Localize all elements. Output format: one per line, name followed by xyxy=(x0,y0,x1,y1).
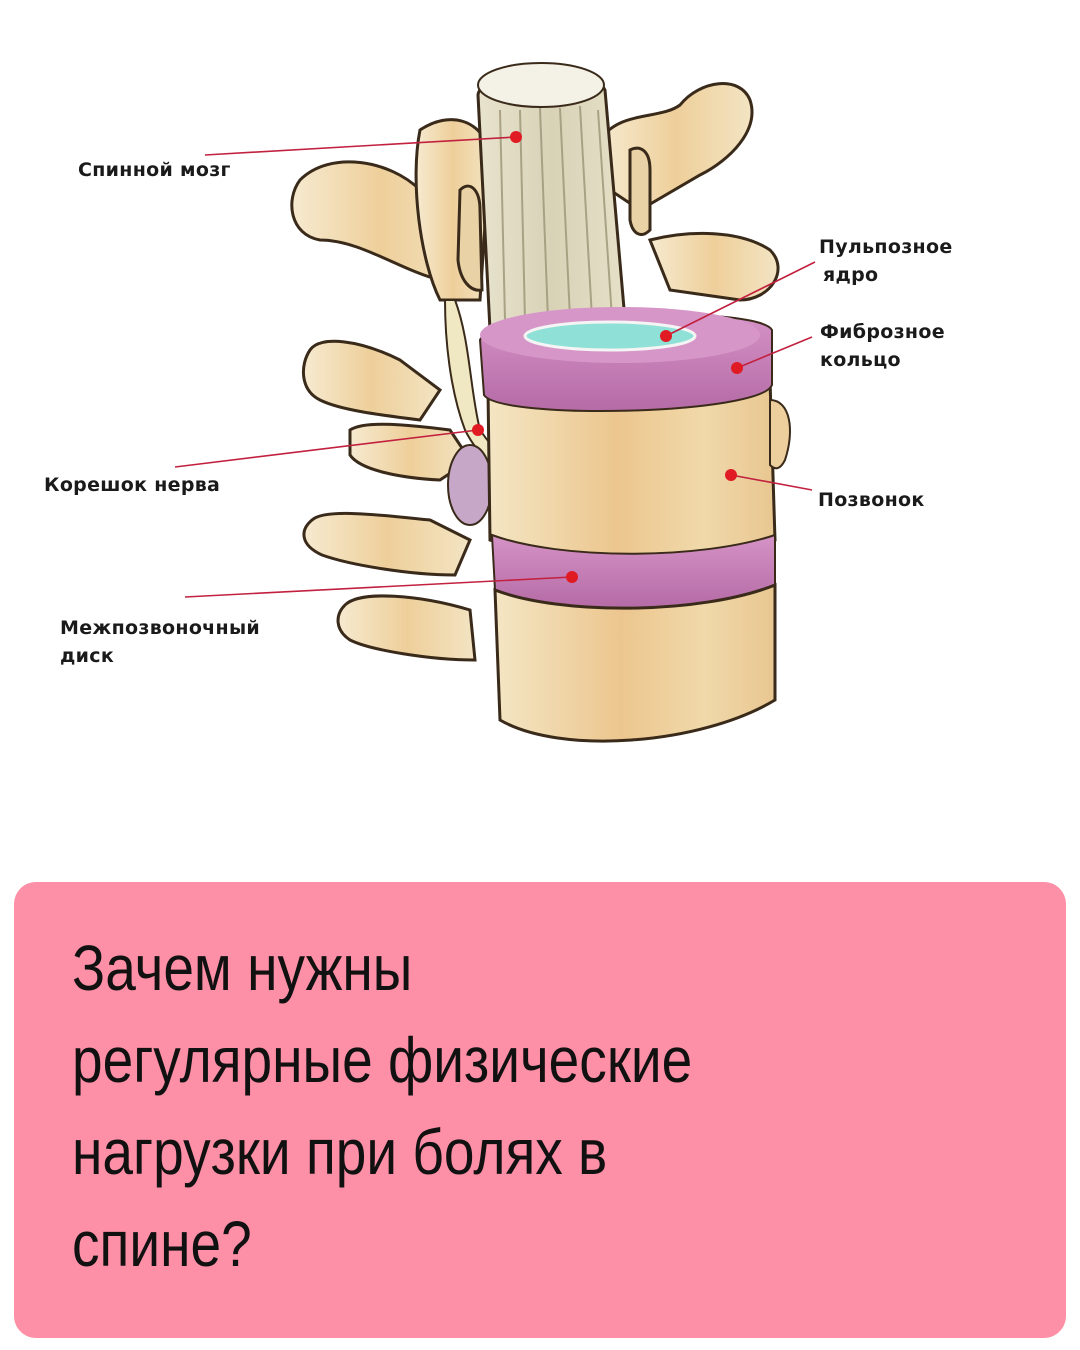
label-nucleus-pulposus-line1: Пульпозное xyxy=(819,236,953,258)
question-title-line-4: спине? xyxy=(72,1208,252,1280)
label-nucleus-pulposus: Пульпозное ядро xyxy=(819,233,953,289)
label-vertebra: Позвонок xyxy=(818,489,925,511)
lower-processes xyxy=(301,339,477,662)
label-intervertebral-disc-line1: Межпозвоночный xyxy=(60,617,261,639)
label-nerve-root: Корешок нерва xyxy=(44,474,221,496)
pointer-lines xyxy=(174,136,816,598)
pointer-dots xyxy=(472,131,743,583)
label-annulus-fibrosus-line1: Фиброзное xyxy=(820,321,945,343)
label-intervertebral-disc-line2: диск xyxy=(60,645,115,667)
upper-disc-shape xyxy=(478,307,773,412)
question-title-line-1: Зачем нужны xyxy=(72,932,413,1004)
spinal-cord-shape xyxy=(476,62,627,332)
label-spinal-cord: Спинной мозг xyxy=(78,159,231,181)
question-title-line-2: регулярные физические xyxy=(72,1024,693,1096)
question-title-line-3: нагрузки при болях в xyxy=(72,1116,608,1188)
label-intervertebral-disc: Межпозвоночный диск xyxy=(60,614,260,670)
question-title: Зачем нужны регулярные физические нагруз… xyxy=(72,922,1018,1290)
vertebra-body-lower xyxy=(493,582,777,743)
label-nucleus-pulposus-line2: ядро xyxy=(823,264,879,286)
label-annulus-fibrosus: Фиброзное кольцо xyxy=(820,318,945,374)
spine-anatomy-illustration xyxy=(174,62,816,743)
label-annulus-fibrosus-line2: кольцо xyxy=(820,349,901,371)
question-card: Зачем нужны регулярные физические нагруз… xyxy=(14,882,1066,1338)
